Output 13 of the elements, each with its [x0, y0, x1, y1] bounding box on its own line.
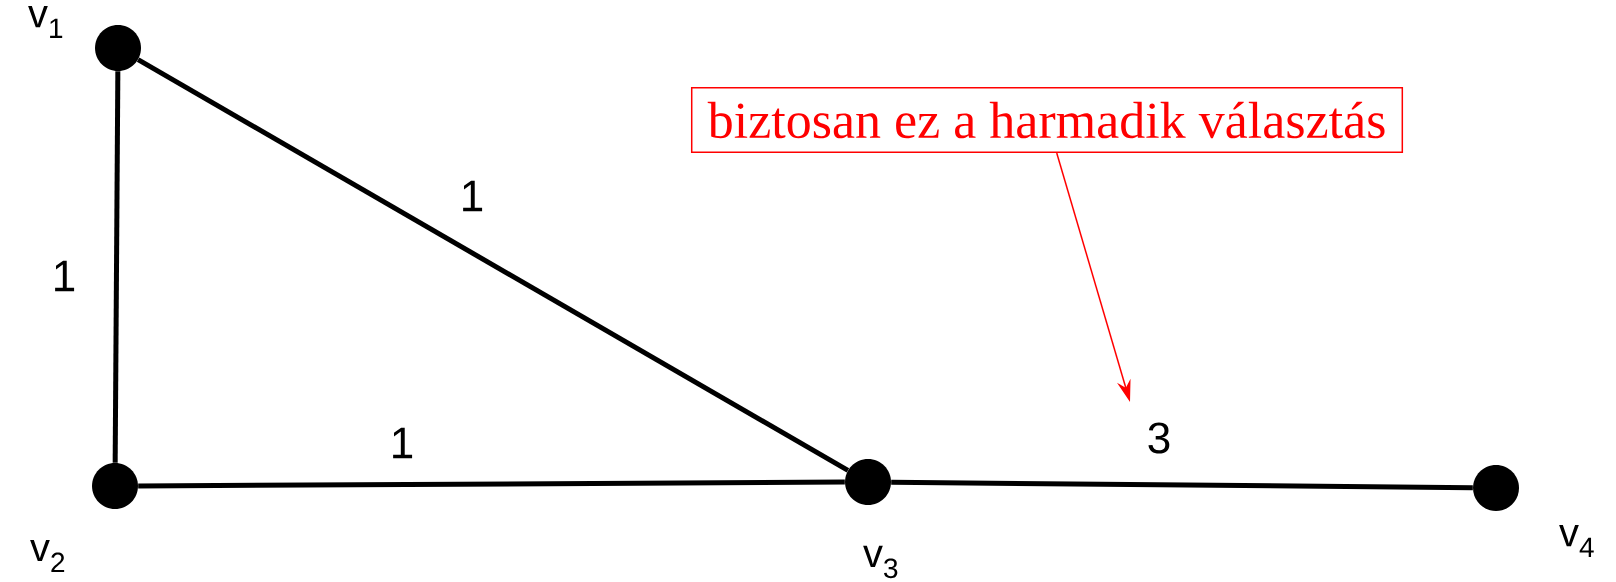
vertex-label: v$_{4}$ [1559, 525, 1594, 557]
graph-edge [138, 479, 845, 489]
vertex-label: v$_{3}$ [863, 545, 898, 579]
vertex-label: v$_{1}$ [28, 6, 63, 38]
graph-edge [136, 57, 850, 473]
vertex-label: v$_{2}$ [30, 539, 65, 573]
callout-box: biztosan ez a harmadik választás [690, 86, 1404, 154]
edge-label: 1 [463, 180, 483, 212]
graph-edge [112, 71, 121, 463]
edge-label: 3 [1148, 422, 1170, 454]
graph-edge [891, 479, 1473, 491]
edge-label: 1 [55, 260, 75, 292]
edge-label: 1 [393, 427, 413, 459]
